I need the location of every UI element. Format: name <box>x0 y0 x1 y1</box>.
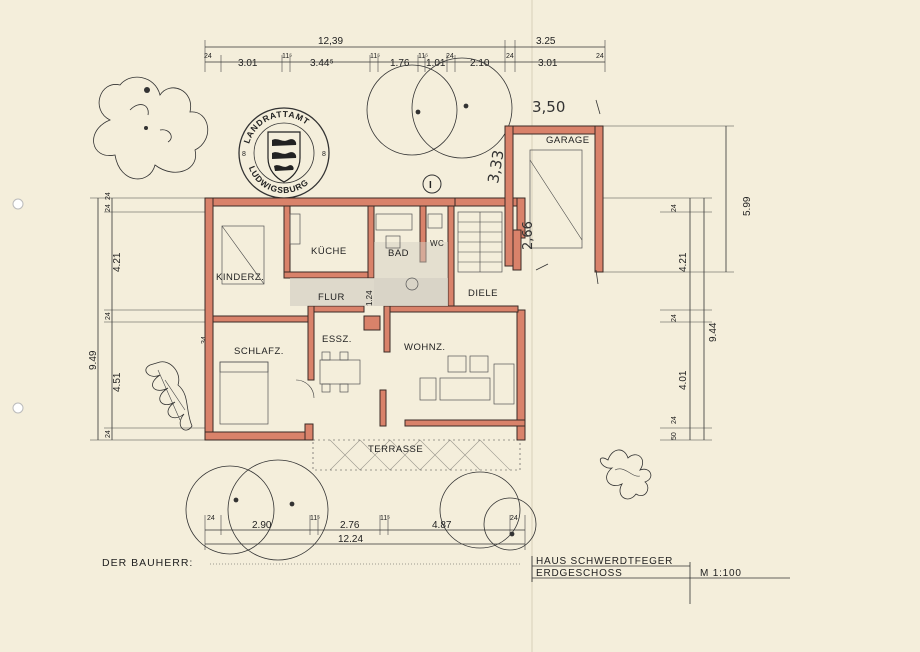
dim-right-garage-length: 5.99 <box>742 196 753 216</box>
furniture <box>219 213 515 425</box>
room-label-wohnz: WOHNZ. <box>404 342 446 353</box>
drawing-scale: M 1:100 <box>700 568 742 579</box>
room-label-essz: ESSZ. <box>322 334 352 345</box>
flur-floor <box>290 242 448 306</box>
dim-top-seg1: 3.01 <box>238 58 258 69</box>
dim-bottom-seg3: 4.87 <box>432 520 452 531</box>
dim-top-wall-a: 24 <box>204 53 212 60</box>
dim-bottom-w11b: 11⁵ <box>380 515 390 522</box>
handwritten-notes: 3,50 3,33 2,66 <box>484 98 601 285</box>
dim-top-wall-e: 24 <box>446 53 454 60</box>
dim-top-wall-d: 11⁵ <box>418 53 428 60</box>
tree-canopy-top <box>366 57 513 159</box>
dim-left-w24c: 24 <box>105 430 112 438</box>
dim-bottom-seg1: 2.90 <box>252 520 272 531</box>
dim-top-wall-g: 24 <box>596 53 604 60</box>
room-label-flur: FLUR <box>318 292 345 303</box>
floor-name: ERDGESCHOSS <box>536 568 623 579</box>
title-block: DER BAUHERR: HAUS SCHWERDTFEGER ERDGESCH… <box>102 556 790 604</box>
dim-right-total: 9.44 <box>708 322 719 342</box>
shrub-left <box>145 361 193 431</box>
dim-bottom-w24b: 24 <box>510 515 518 522</box>
binder-hole-bottom <box>12 402 24 414</box>
dim-left-lower: 4.51 <box>112 372 123 392</box>
handwritten-garage-inner: 2,66 <box>521 221 536 250</box>
dim-top-seg3: 1.76 <box>390 58 410 69</box>
dim-right-lower: 4.01 <box>678 370 689 390</box>
room-label-bad: BAD <box>388 248 409 259</box>
dim-top-seg5: 2.10 <box>470 58 490 69</box>
official-stamp: LANDRATTAMT LUDWIGSBURG 8 8 <box>238 107 330 199</box>
stamp-number-left: 8 <box>242 151 246 158</box>
handwritten-diagonal: 3,33 <box>484 149 508 185</box>
dim-left-w24b: 24 <box>105 312 112 320</box>
tree-canopy-bottom-right <box>439 471 537 551</box>
bauherr-label: DER BAUHERR: <box>102 557 193 569</box>
dim-right-w24c: 24 <box>671 416 678 424</box>
stamp-number-right: 8 <box>322 151 326 158</box>
dim-top-garage: 3.25 <box>536 36 556 47</box>
dim-left-w24a: 24 <box>105 204 112 212</box>
dim-bottom-total: 12.24 <box>338 534 363 545</box>
dim-right-w24b: 24 <box>671 314 678 322</box>
room-label-diele: DIELE <box>468 288 498 299</box>
terrace-area <box>312 439 521 471</box>
dim-bottom-w24a: 24 <box>207 515 215 522</box>
garage-car <box>529 149 583 249</box>
handwritten-garage-width: 3,50 <box>532 98 565 116</box>
shrub-right <box>599 449 652 500</box>
dim-left-upper: 4.21 <box>112 252 123 272</box>
section-marker: I <box>422 174 442 194</box>
flur-width-dim: 1.24 <box>365 290 374 306</box>
dim-bottom-seg2: 2.76 <box>340 520 360 531</box>
dim-top-wall-c: 11⁵ <box>370 53 380 60</box>
bottom-dimension-chain: 2.90 2.76 4.87 12.24 24 11⁵ 11⁵ 24 <box>204 515 526 550</box>
dim-right-w24a: 24 <box>671 204 678 212</box>
staircase <box>457 211 503 273</box>
room-label-schlafz: SCHLAFZ. <box>234 346 284 357</box>
left-dimension-chain: 9.49 4.21 4.51 24 24 24 24 34 <box>88 192 208 441</box>
room-label-wc: WC <box>430 239 444 248</box>
room-label-kinderz: KINDERZ. <box>216 272 264 283</box>
room-label-kueche: KÜCHE <box>311 246 347 257</box>
dim-left-w24d: 24 <box>105 192 112 200</box>
dim-top-wall-b: 11⁵ <box>282 53 292 60</box>
dim-left-total: 9.49 <box>88 350 99 370</box>
coat-of-arms-icon <box>267 131 301 183</box>
dim-top-seg6: 3.01 <box>538 58 558 69</box>
dim-top-seg2: 3.44⁵ <box>310 58 334 69</box>
project-name: HAUS SCHWERDTFEGER <box>536 556 673 567</box>
binder-hole-top <box>12 198 24 210</box>
section-marker-label: I <box>429 180 432 191</box>
dim-top-total: 12,39 <box>318 36 343 47</box>
dim-right-upper: 4.21 <box>678 252 689 272</box>
dim-right-w50: 50 <box>671 432 678 440</box>
dim-bottom-w11a: 11⁵ <box>310 515 320 522</box>
dim-top-wall-f: 24 <box>506 53 514 60</box>
right-dimension-chain: 5.99 4.21 9.44 4.01 24 24 24 50 <box>598 125 753 441</box>
top-dimension-chain: 12,39 3.25 24 11⁵ 11⁵ 11⁵ 24 24 24 3.01 … <box>204 36 606 72</box>
room-label-garage: GARAGE <box>546 135 590 146</box>
tree-canopy-bottom-left <box>185 459 329 561</box>
room-labels: GARAGE KÜCHE BAD WC KINDERZ. FLUR 1.24 D… <box>216 135 590 455</box>
shrub-top-left <box>93 76 209 180</box>
room-label-terrasse: TERRASSE <box>368 444 423 455</box>
dim-top-seg4: 1.01 <box>426 58 446 69</box>
